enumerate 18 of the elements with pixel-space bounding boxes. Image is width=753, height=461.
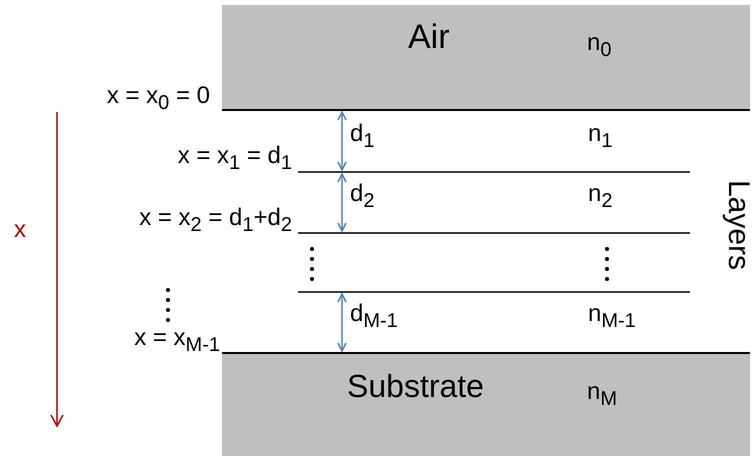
medium-label: Air — [408, 23, 450, 51]
side-label: Layers — [724, 180, 752, 270]
position-label: x = x$_{1}$ = d$_{1}$ — [178, 142, 292, 176]
air-layer-band — [222, 5, 750, 109]
refractive-index-label: n$_{2}$ — [588, 180, 612, 214]
medium-label: Substrate — [347, 372, 484, 400]
axis-label: x — [14, 216, 26, 244]
substrate-band — [222, 354, 750, 456]
refractive-index-label: n$_{1}$ — [588, 120, 612, 154]
position-label: x = x$_{2}$ = d$_{1}$+d$_{2}$ — [139, 204, 292, 238]
thickness-label: d$_{M-1}$ — [350, 300, 398, 334]
thickness-label: d$_{2}$ — [350, 180, 374, 214]
refractive-index-label: n$_{M-1}$ — [588, 300, 636, 334]
refractive-index-label: n$_{M}$ — [587, 378, 618, 412]
refractive-index-label: n$_{0}$ — [587, 29, 612, 63]
position-label: x = x$_{0}$ = 0 — [106, 82, 210, 116]
thickness-label: d$_{1}$ — [350, 120, 374, 154]
position-label: x = x$_{M-1}$ — [134, 324, 220, 358]
